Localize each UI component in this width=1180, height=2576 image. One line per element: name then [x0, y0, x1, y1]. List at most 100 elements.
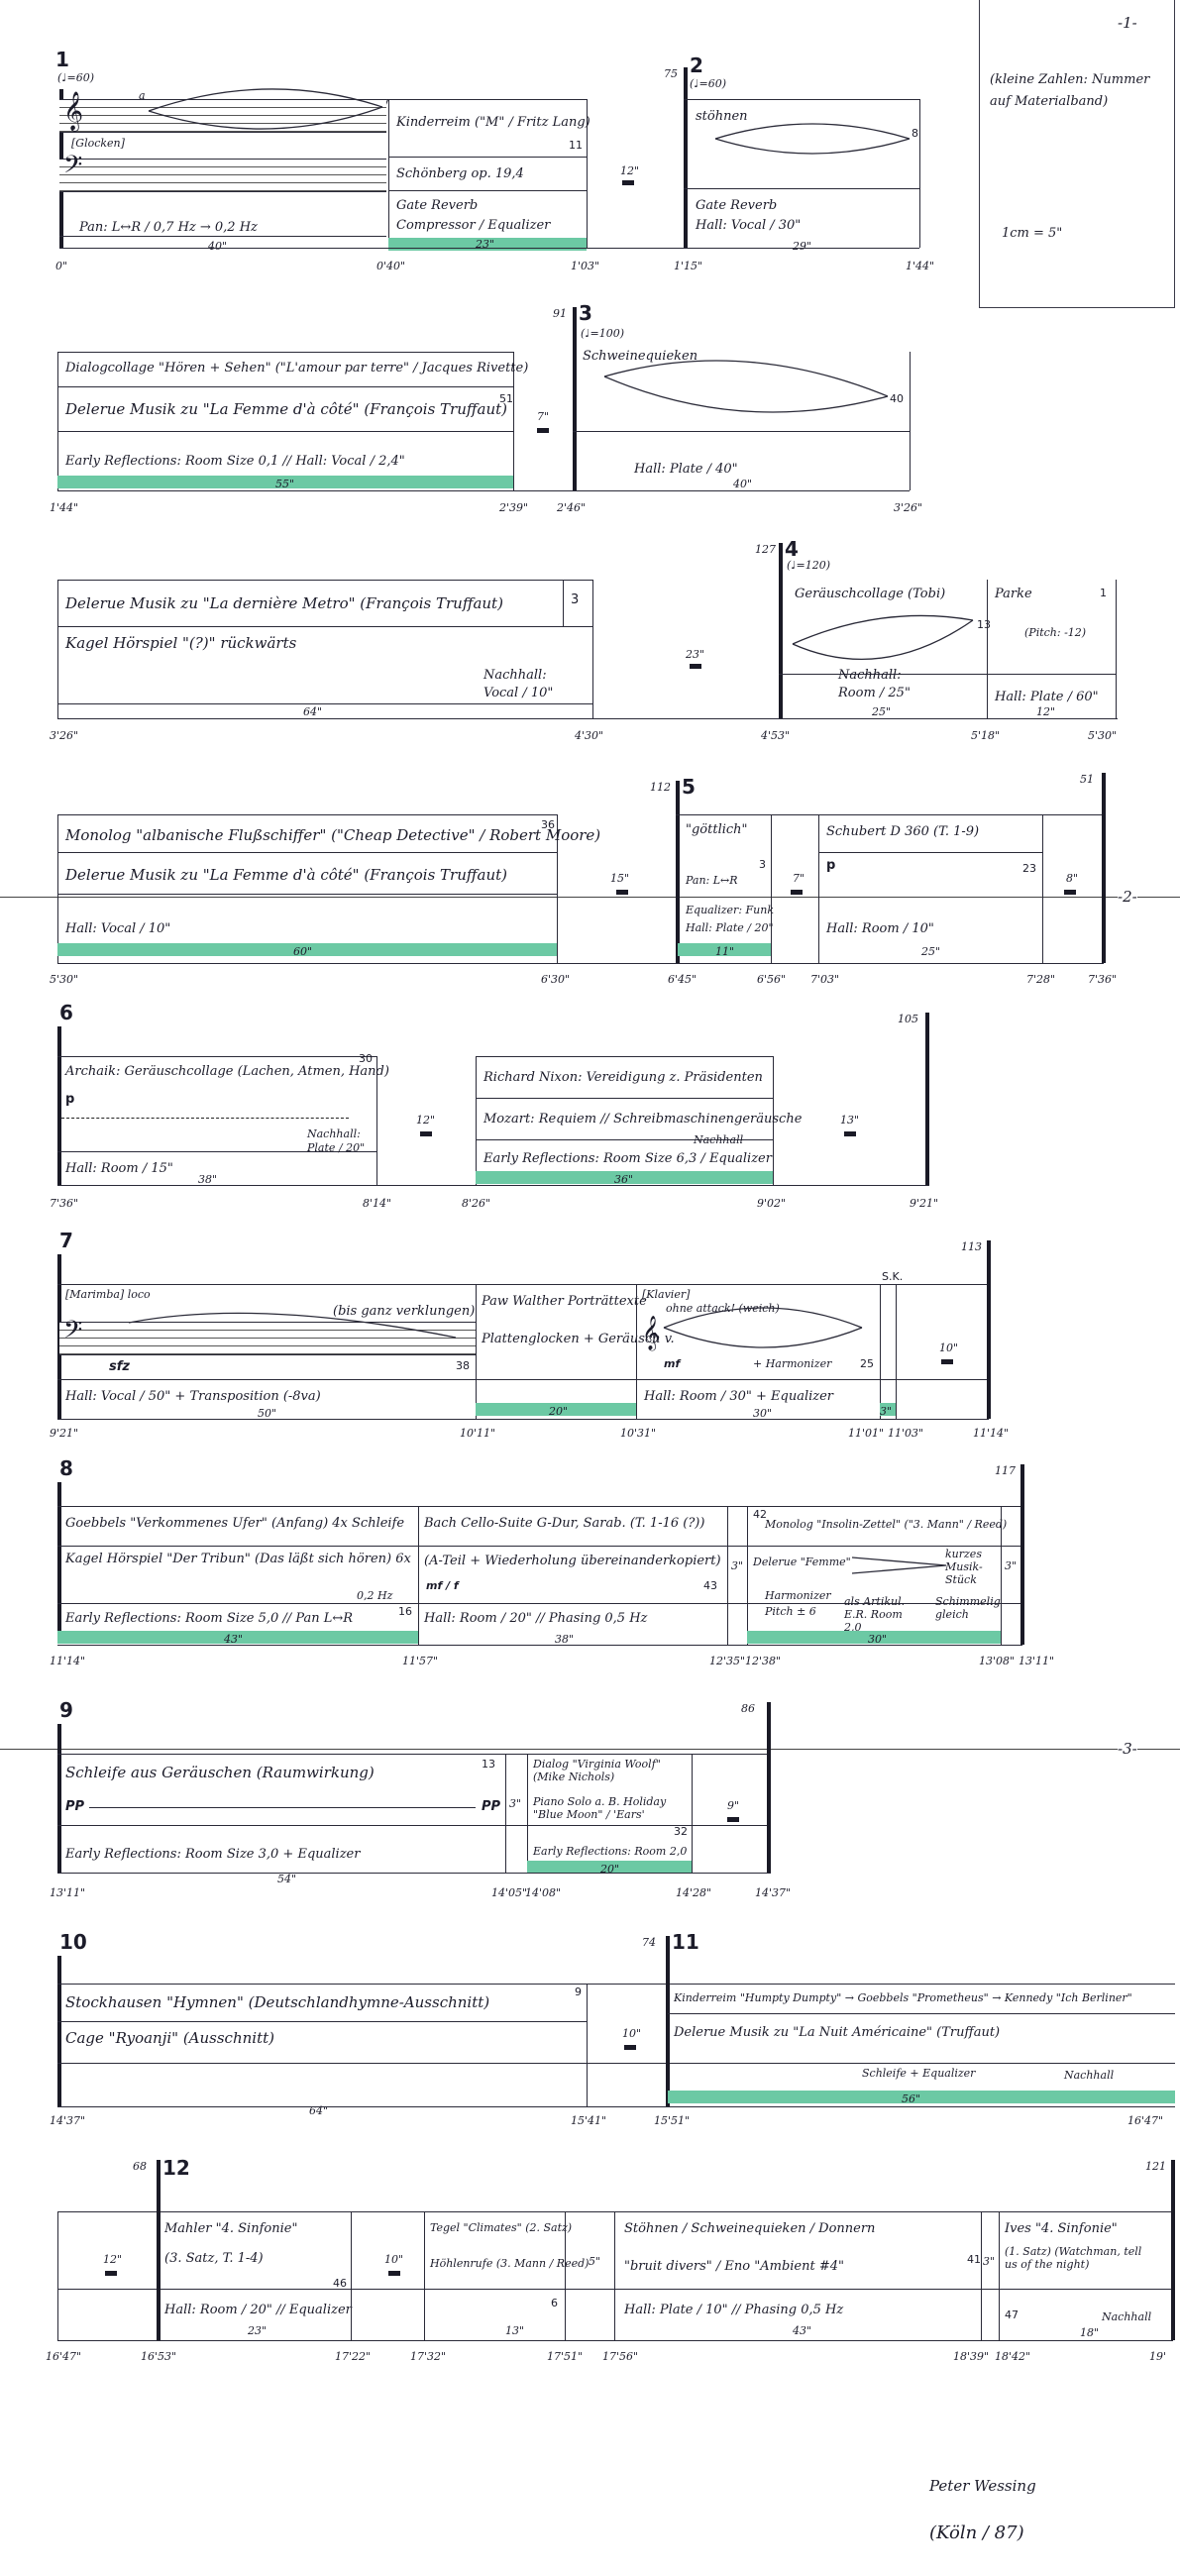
- pp-1: PP: [65, 1799, 85, 1814]
- green-bar-4: [678, 943, 771, 956]
- dur-3e: 3": [983, 2255, 996, 2268]
- artikul-label: als Artikul. E.R. Room 2,0: [844, 1595, 906, 1634]
- monolog-insolin: Monolog "Insolin-Zettel" ("3. Mann" / Re…: [765, 1518, 1008, 1531]
- dialogcollage-label: Dialogcollage "Hören + Sehen" ("L'amour …: [65, 361, 529, 376]
- page-divider-2: [0, 897, 1180, 898]
- rest-10b: [624, 2045, 636, 2050]
- dur-43: 43": [224, 1633, 244, 1646]
- signature-name: Peter Wessing: [929, 2477, 1036, 2495]
- section-3-number: 3: [579, 301, 592, 325]
- section-9-end-barline: [767, 1702, 771, 1873]
- parke-label: Parke: [995, 587, 1032, 601]
- n30: 30: [359, 1052, 373, 1065]
- pitch-label: (Pitch: -12): [1024, 626, 1087, 639]
- dur-13b: 13": [505, 2324, 525, 2337]
- measure-91: 91: [553, 307, 567, 320]
- treble-clef-icon-7: 𝄞: [642, 1316, 660, 1350]
- green-bar-2: [57, 476, 513, 488]
- dur-8: 8": [1066, 872, 1079, 885]
- section-10-barline: [57, 1956, 61, 2106]
- system-5: 6 Archaik: Geräuschcollage (Lachen, Atme…: [0, 1001, 1180, 1214]
- section-9-number: 9: [59, 1698, 73, 1722]
- green-bar-1: [388, 238, 587, 251]
- n13b: 13: [482, 1758, 495, 1771]
- section-2-tempo: (♩=60): [690, 77, 726, 90]
- dur-9: 9": [727, 1799, 740, 1812]
- time-1428: 14'28": [676, 1886, 712, 1899]
- legend-scale: 1cm = 5": [1002, 226, 1063, 241]
- system-2: Dialogcollage "Hören + Sehen" ("L'amour …: [0, 297, 1180, 525]
- time-1114b: 11'14": [50, 1655, 86, 1667]
- dur-64b: 64": [309, 2104, 329, 2117]
- green-bar-6: [476, 1403, 636, 1416]
- time-1405: 14'05": [491, 1886, 528, 1899]
- nachhall-label: Nachhall:: [483, 668, 547, 683]
- early-50: Early Reflections: Room Size 5,0 // Pan …: [65, 1611, 354, 1626]
- hall-vocal-30: Hall: Vocal / 30": [696, 218, 802, 233]
- time-1408: 14'08": [525, 1886, 562, 1899]
- section-4-tempo: (♩=120): [787, 559, 830, 572]
- time-530: 5'30": [1088, 729, 1118, 742]
- section-5-number: 5: [682, 775, 696, 799]
- cage-label: Cage "Ryoanji" (Ausschnitt): [65, 2029, 274, 2047]
- n36: 36: [541, 818, 555, 831]
- nachhall-6b: Nachhall: [694, 1133, 744, 1146]
- goettlich-label: "göttlich": [686, 822, 748, 837]
- delerue-nuit: Delerue Musik zu "La Nuit Américaine" (T…: [674, 2025, 1001, 2040]
- n41: 41: [967, 2253, 981, 2266]
- dur-55: 55": [275, 478, 295, 490]
- geraeusch-label: Geräuschcollage (Tobi): [795, 587, 946, 601]
- kagel-tribun: Kagel Hörspiel "Der Tribun" (Das läßt si…: [65, 1552, 411, 1566]
- room-25: Room / 25": [838, 686, 911, 700]
- signature-place: (Köln / 87): [929, 2522, 1024, 2543]
- time-144: 1'44": [906, 260, 935, 272]
- system-4: Monolog "albanische Flußschiffer" ("Chea…: [0, 773, 1180, 1001]
- pp-2: PP: [482, 1799, 501, 1814]
- time-326b: 3'26": [50, 729, 79, 742]
- ives-label: Ives "4. Sinfonie": [1005, 2221, 1118, 2236]
- section-8-number: 8: [59, 1456, 73, 1480]
- gate-reverb-label: Gate Reverb: [396, 198, 479, 213]
- time-1437b: 14'37": [50, 2114, 86, 2127]
- bass-clef-icon-7: 𝄢: [63, 1316, 83, 1350]
- n6: 6: [551, 2297, 558, 2309]
- n3b: 3: [759, 858, 766, 871]
- time-1839: 18'39": [953, 2350, 990, 2363]
- sk-label: S.K.: [882, 1270, 904, 1283]
- kinderreim-label: Kinderreim ("M" / Fritz Lang): [396, 115, 590, 130]
- bass-clef-icon: 𝄢: [63, 151, 83, 185]
- time-1114: 11'14": [973, 1427, 1010, 1440]
- dur-3b: 3": [731, 1559, 744, 1572]
- box-1-left: [388, 99, 389, 248]
- rest-12c: [105, 2271, 117, 2276]
- time-728: 7'28": [1026, 973, 1056, 986]
- section-6-barline: [57, 1026, 61, 1185]
- page-divider-3: [0, 1749, 1180, 1750]
- time-530b: 5'30": [50, 973, 79, 986]
- hoehlenrufe: Höhlenrufe (3. Mann / Reed): [430, 2257, 590, 2270]
- time-736: 7'36": [1088, 973, 1118, 986]
- measure-121: 121: [1145, 2160, 1166, 2173]
- dur-10c: 10": [384, 2253, 404, 2266]
- dur-3d: 3": [509, 1797, 522, 1810]
- system-9: 10 Stockhausen "Hymnen" (Deutschlandhymn…: [0, 1912, 1180, 2130]
- section-12-number: 12: [162, 2156, 190, 2180]
- dur-29: 29": [793, 240, 812, 253]
- stoehnen-12: Stöhnen / Schweinequieken / Donnern: [624, 2221, 876, 2236]
- section-1-tempo: (♩=60): [57, 71, 94, 84]
- section-8-barline: [57, 1482, 61, 1641]
- dur-43b: 43": [793, 2324, 812, 2337]
- dur-3: 3": [880, 1405, 893, 1418]
- section-12-barline: [157, 2160, 161, 2340]
- section-7-end-barline: [987, 1240, 991, 1419]
- section-7-number: 7: [59, 1229, 73, 1252]
- bach-label-2: (A-Teil + Wiederholung übereinanderkopie…: [424, 1554, 721, 1568]
- hz-02: 0,2 Hz: [357, 1589, 393, 1602]
- rest-9: [727, 1817, 739, 1822]
- dur-12d: 12": [103, 2253, 123, 2266]
- sfz-dyn: sfz: [109, 1359, 130, 1374]
- dur-23: 23": [476, 238, 495, 251]
- dur-20b: 20": [600, 1863, 620, 1876]
- schleife-label: Schleife aus Geräuschen (Raumwirkung): [65, 1764, 375, 1781]
- mahler-satz: (3. Satz, T. 1-4): [164, 2251, 264, 2266]
